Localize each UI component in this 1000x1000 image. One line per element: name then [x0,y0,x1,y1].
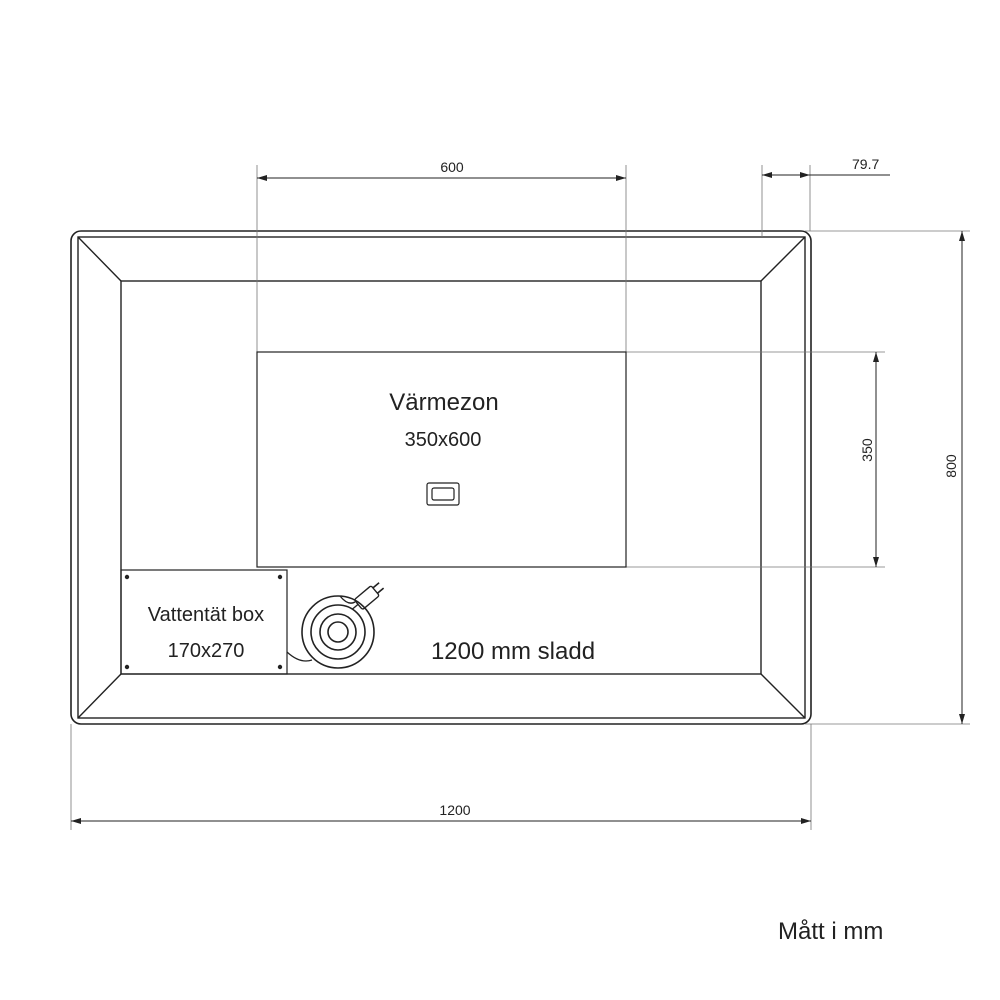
dimension-350: 350 [859,352,879,567]
extension-lines [70,165,970,830]
box-title: Vattentät box [148,604,264,626]
heat-zone-size: 350x600 [405,429,482,451]
dimension-800: 800 [943,231,965,724]
plug-icon [352,582,385,610]
cable-label: 1200 mm sladd [431,638,595,665]
dimension-1200: 1200 [71,802,811,824]
mirror-frame [70,230,812,725]
waterproof-box: Vattentät box 170x270 [120,569,288,675]
dimension-600: 600 [257,159,626,181]
heat-zone-title: Värmezon [389,389,498,416]
units-note: Mått i mm [778,918,884,945]
dimension-label-1200: 1200 [439,802,470,818]
dimension-label-79-7: 79.7 [852,156,879,172]
dimension-label-350: 350 [859,438,875,462]
dimension-label-600: 600 [440,159,464,175]
heat-zone: Värmezon 350x600 [256,351,627,568]
dimension-label-800: 800 [943,454,959,478]
dimension-79-7: 79.7 [762,156,890,178]
box-size: 170x270 [168,640,245,662]
cable-coil-icon [286,595,375,669]
switch-icon [426,482,460,506]
